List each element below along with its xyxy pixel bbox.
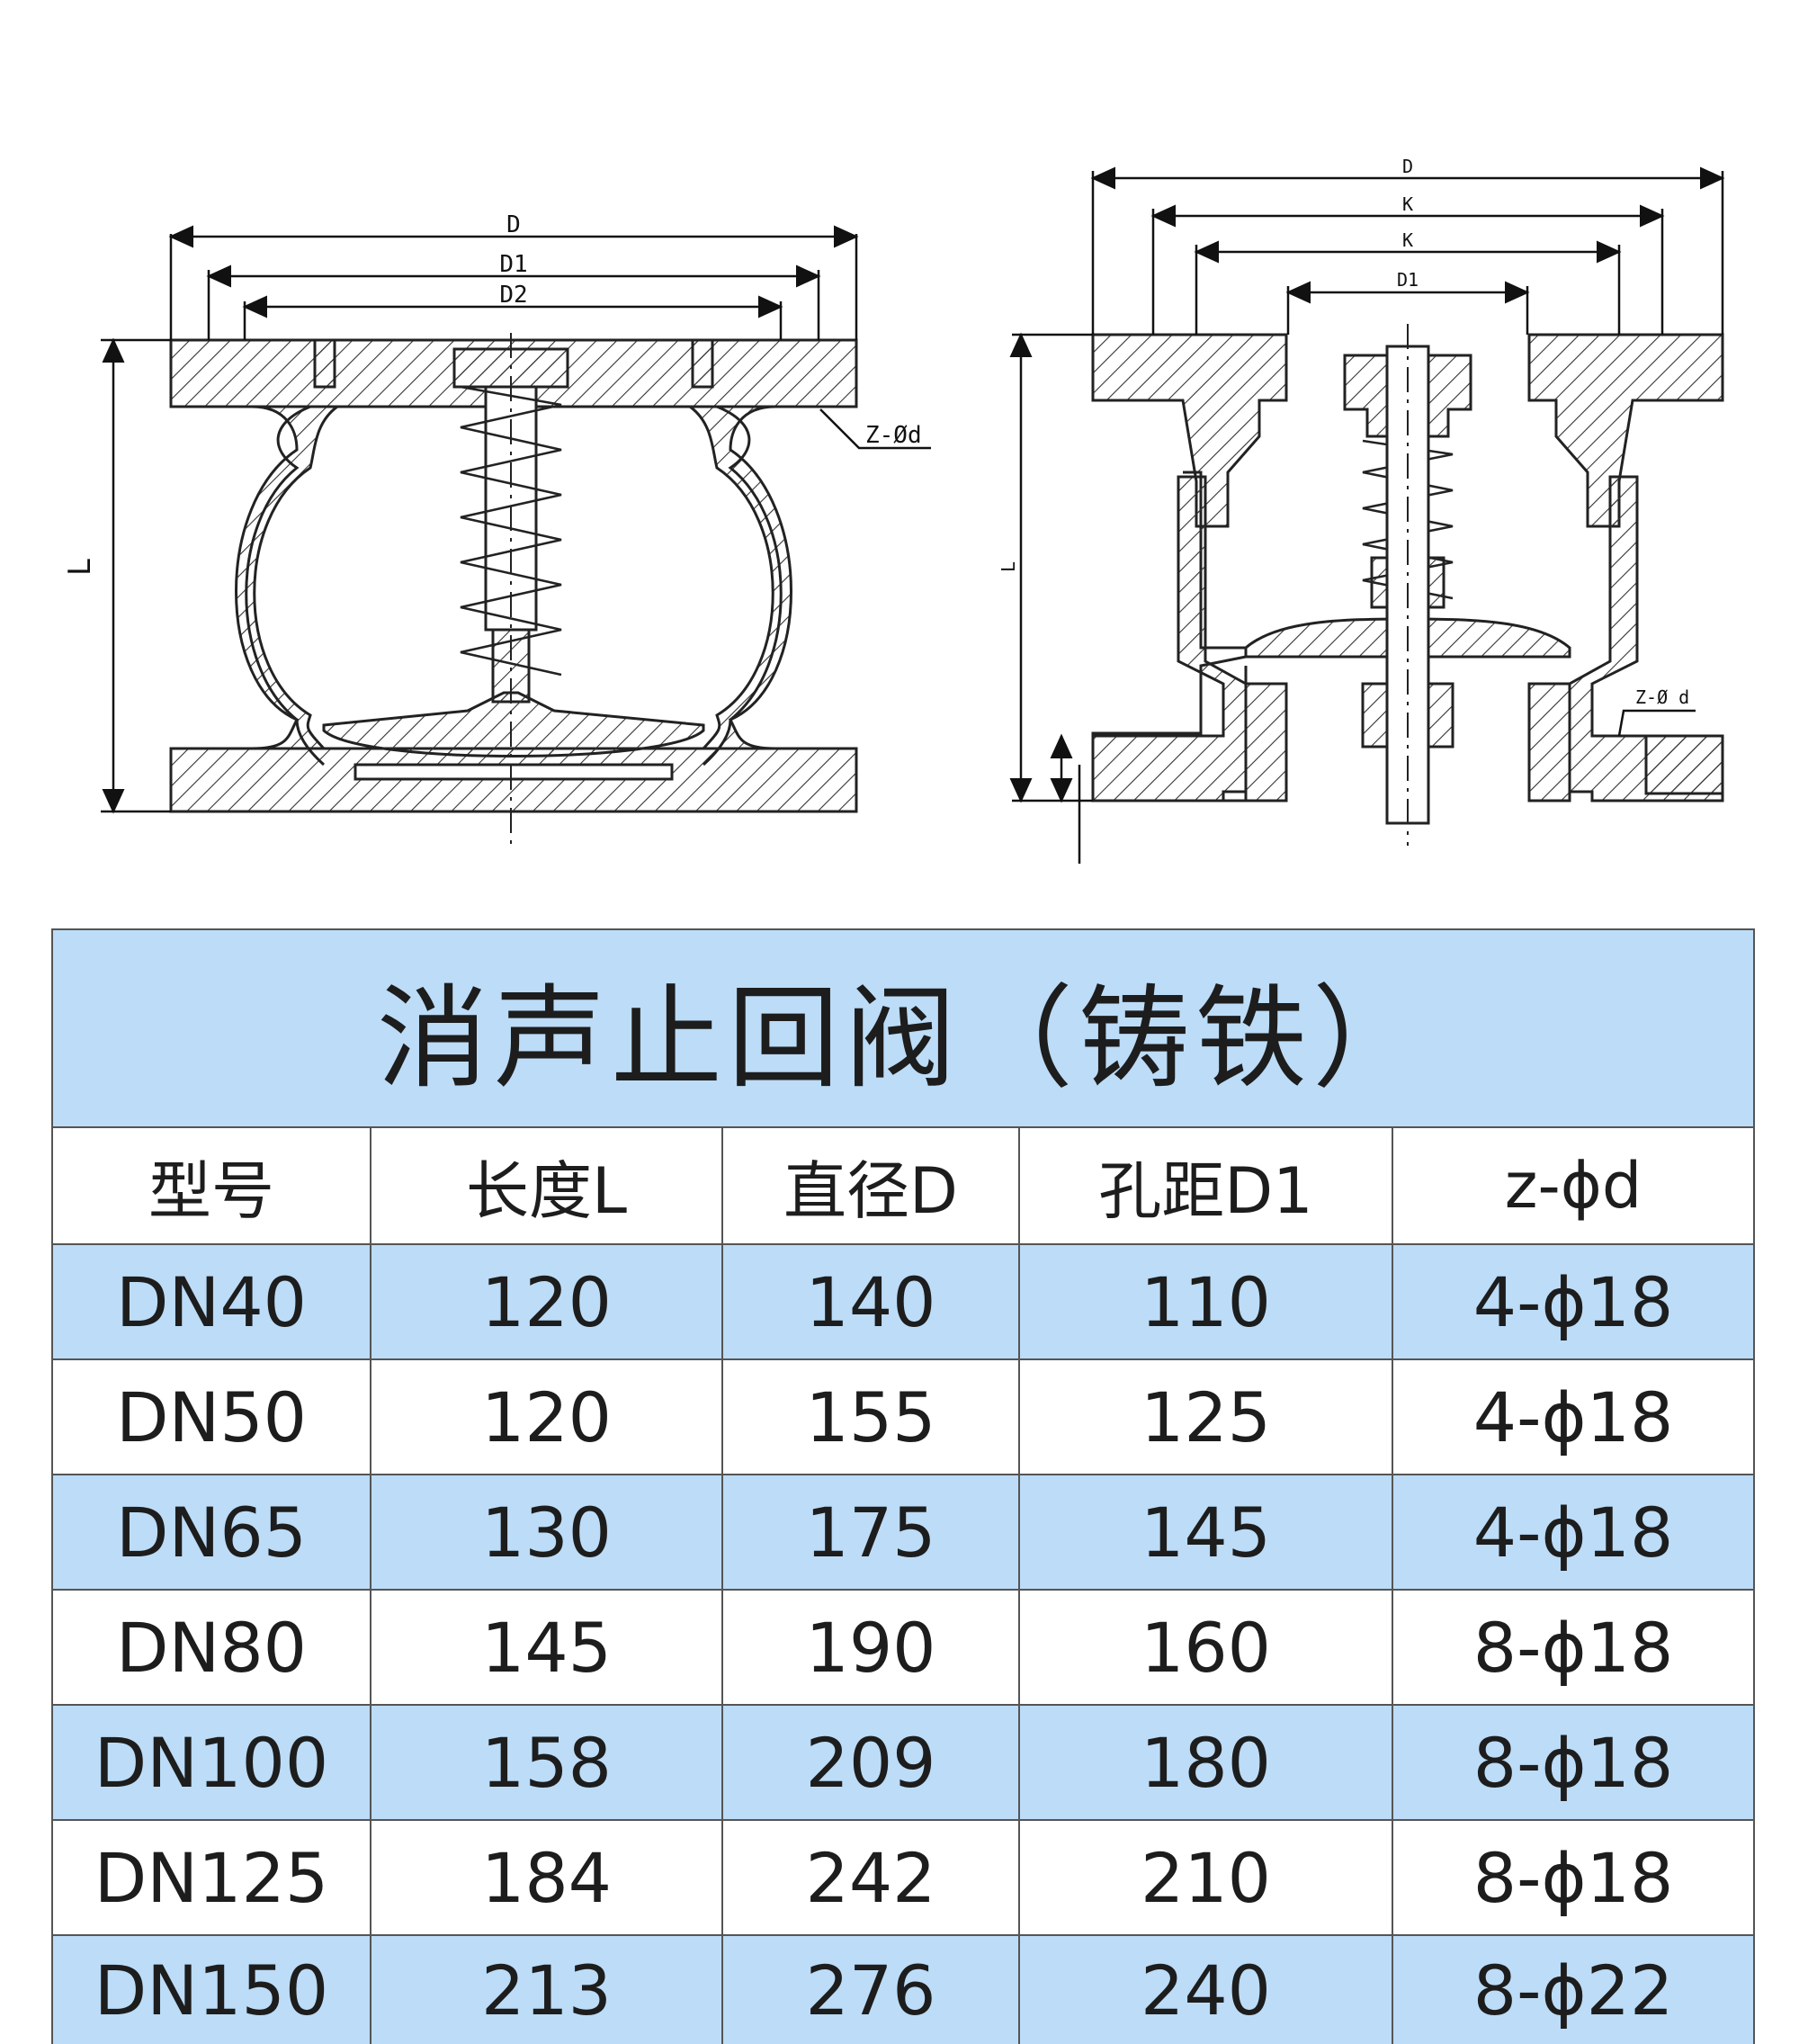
cell-diameter: 242	[721, 1819, 1020, 1936]
cell-model: DN150	[51, 1934, 371, 2044]
spec-table: 消声止回阀（铸铁） 型号 长度L 直径D 孔距D1 z-ϕd DN40 120 …	[50, 928, 1756, 2044]
cell-model: DN100	[51, 1704, 371, 1821]
cell-length: 120	[370, 1243, 723, 1360]
cell-hole-pitch: 125	[1018, 1358, 1393, 1475]
cell-model: DN50	[51, 1358, 371, 1475]
right-dim-K1: K	[1402, 193, 1413, 215]
cell-length: 130	[370, 1474, 723, 1591]
cell-diameter: 209	[721, 1704, 1020, 1821]
cell-hole-pitch: 240	[1018, 1934, 1393, 2044]
header-bolt-holes: z-ϕd	[1391, 1126, 1756, 1245]
table-header-row: 型号 长度L 直径D 孔距D1 z-ϕd	[51, 1126, 1756, 1245]
left-dimensions	[101, 225, 931, 814]
header-model: 型号	[51, 1126, 371, 1245]
cell-bolt-holes: 8-ϕ18	[1391, 1589, 1756, 1706]
left-valve-section	[169, 333, 858, 846]
cell-length: 120	[370, 1358, 723, 1475]
cell-hole-pitch: 180	[1018, 1704, 1393, 1821]
cell-length: 213	[370, 1934, 723, 2044]
right-dimensions	[1009, 166, 1725, 864]
cell-diameter: 175	[721, 1474, 1020, 1591]
left-dim-D: D	[506, 211, 521, 238]
table-row: DN50 120 155 125 4-ϕ18	[51, 1358, 1756, 1475]
left-dim-L: L	[62, 558, 98, 576]
right-dim-D: D	[1402, 156, 1413, 177]
table-row: DN150 213 276 240 8-ϕ22	[51, 1934, 1756, 2044]
right-dim-K2: K	[1402, 229, 1413, 251]
right-dim-L: L	[998, 561, 1019, 572]
cell-bolt-holes: 8-ϕ22	[1391, 1934, 1756, 2044]
header-hole-pitch: 孔距D1	[1018, 1126, 1393, 1245]
table-row: DN80 145 190 160 8-ϕ18	[51, 1589, 1756, 1706]
right-dim-Zd: Z-Ø d	[1635, 686, 1689, 708]
cell-hole-pitch: 110	[1018, 1243, 1393, 1360]
cell-hole-pitch: 145	[1018, 1474, 1393, 1591]
cell-model: DN65	[51, 1474, 371, 1591]
table-row: DN125 184 242 210 8-ϕ18	[51, 1819, 1756, 1936]
left-dim-D2: D2	[499, 282, 527, 309]
cell-length: 158	[370, 1704, 723, 1821]
cell-diameter: 140	[721, 1243, 1020, 1360]
cell-model: DN40	[51, 1243, 371, 1360]
header-length: 长度L	[370, 1126, 723, 1245]
cell-bolt-holes: 8-ϕ18	[1391, 1819, 1756, 1936]
right-dim-D1: D1	[1397, 269, 1419, 291]
cell-length: 184	[370, 1819, 723, 1936]
cell-diameter: 155	[721, 1358, 1020, 1475]
technical-drawing: D D1 D2 L Z-Ød	[0, 0, 1799, 909]
table-row: DN65 130 175 145 4-ϕ18	[51, 1474, 1756, 1591]
cell-diameter: 190	[721, 1589, 1020, 1706]
left-dim-Zd: Z-Ød	[865, 422, 922, 449]
cell-model: DN80	[51, 1589, 371, 1706]
cell-bolt-holes: 4-ϕ18	[1391, 1243, 1756, 1360]
cell-diameter: 276	[721, 1934, 1020, 2044]
header-diameter: 直径D	[721, 1126, 1020, 1245]
left-dim-D1: D1	[499, 251, 527, 278]
cell-hole-pitch: 210	[1018, 1819, 1393, 1936]
cell-bolt-holes: 4-ϕ18	[1391, 1358, 1756, 1475]
cell-hole-pitch: 160	[1018, 1589, 1393, 1706]
table-row: DN40 120 140 110 4-ϕ18	[51, 1243, 1756, 1360]
table-title: 消声止回阀（铸铁）	[50, 928, 1756, 1128]
cell-bolt-holes: 8-ϕ18	[1391, 1704, 1756, 1821]
table-row: DN100 158 209 180 8-ϕ18	[51, 1704, 1756, 1821]
cell-bolt-holes: 4-ϕ18	[1391, 1474, 1756, 1591]
right-valve-section	[1091, 324, 1724, 846]
cell-model: DN125	[51, 1819, 371, 1936]
cell-length: 145	[370, 1589, 723, 1706]
